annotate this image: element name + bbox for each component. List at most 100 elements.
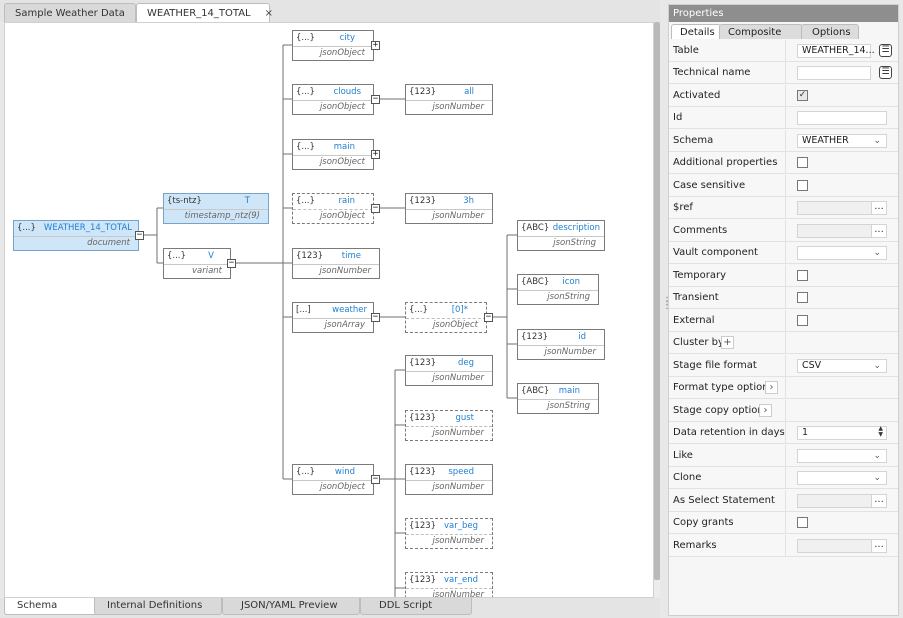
entity-datatype: jsonObject: [319, 482, 365, 492]
external-checkbox[interactable]: [797, 315, 808, 326]
comments-field[interactable]: ...: [797, 224, 887, 238]
collapse-toggle[interactable]: −: [135, 230, 144, 240]
entity-id[interactable]: {123} id jsonNumber: [517, 329, 605, 360]
entity-type: {...}: [296, 87, 315, 97]
collapse-toggle[interactable]: −: [371, 94, 380, 104]
entity-type: {123}: [521, 332, 549, 342]
ellipsis-icon[interactable]: ...: [871, 224, 887, 238]
entity-speed[interactable]: {123} speed jsonNumber: [405, 464, 493, 495]
menu-icon[interactable]: ☰: [879, 44, 892, 57]
tab-label: DDL Script: [379, 600, 433, 611]
technical-name-field[interactable]: ☰: [797, 66, 892, 80]
properties-title: Properties: [669, 5, 898, 22]
prop-label: Vault component: [673, 247, 758, 258]
data-retention-stepper[interactable]: 1▲▼: [797, 426, 887, 440]
chevron-right-icon[interactable]: ›: [759, 404, 772, 417]
entity-type: {123}: [409, 196, 437, 206]
copy-grants-checkbox[interactable]: [797, 517, 808, 528]
entity-city[interactable]: {...} city jsonObject: [292, 30, 374, 61]
tab-ddl-script[interactable]: DDL Script: [360, 598, 472, 615]
prop-label: Technical name: [673, 67, 751, 78]
entity-datatype: jsonString: [547, 401, 590, 411]
tab-label: Schema: [17, 600, 58, 611]
tab-sample-weather-data[interactable]: Sample Weather Data: [4, 3, 136, 22]
entity-V[interactable]: {...} V variant: [163, 248, 231, 279]
entity-time[interactable]: {123} time jsonNumber: [292, 248, 380, 279]
tab-json-yaml-preview[interactable]: JSON/YAML Preview: [222, 598, 360, 615]
table-name-field[interactable]: WEATHER_14...☰: [797, 44, 892, 58]
collapse-toggle[interactable]: −: [371, 312, 380, 322]
entity-wind[interactable]: {...} wind jsonObject: [292, 464, 374, 495]
entity-weather[interactable]: [...] weather jsonArray: [292, 302, 374, 333]
tab-options[interactable]: Options: [801, 24, 859, 39]
entity-gust[interactable]: {123} gust jsonNumber: [405, 410, 493, 441]
entity-name: var_beg: [443, 521, 478, 531]
entity-weather-14-total[interactable]: {...} WEATHER_14_TOTAL document: [13, 220, 139, 251]
spinner-arrows-icon[interactable]: ▲▼: [878, 425, 883, 438]
entity-divider: [406, 480, 492, 481]
scrollbar-thumb[interactable]: [654, 22, 660, 580]
vertical-scrollbar[interactable]: [654, 22, 660, 598]
expand-toggle[interactable]: +: [371, 40, 380, 50]
ellipsis-icon[interactable]: ...: [871, 494, 887, 508]
tab-schema[interactable]: Schema: [4, 598, 98, 615]
schema-diagram-canvas[interactable]: {...} WEATHER_14_TOTAL document − {ts-nt…: [4, 22, 654, 598]
entity-rain[interactable]: {...} rain jsonObject: [292, 193, 374, 224]
case-sensitive-checkbox[interactable]: [797, 180, 808, 191]
tab-composite-keys[interactable]: Composite keys: [719, 24, 803, 53]
like-select[interactable]: ⌄: [797, 449, 887, 463]
expand-toggle[interactable]: +: [371, 149, 380, 159]
entity-datatype: jsonNumber: [432, 536, 484, 546]
entity-T[interactable]: {ts-ntz} T timestamp_ntz(9): [163, 193, 269, 224]
add-icon[interactable]: +: [721, 336, 734, 349]
menu-icon[interactable]: ☰: [879, 66, 892, 79]
as-select-statement-field[interactable]: ...: [797, 494, 887, 508]
entity-type: {...}: [296, 33, 315, 43]
collapse-toggle[interactable]: −: [484, 312, 493, 322]
id-field[interactable]: [797, 111, 887, 125]
remarks-field[interactable]: ...: [797, 539, 887, 553]
properties-panel: Properties Details Composite keys Option…: [668, 4, 899, 616]
entity-deg[interactable]: {123} deg jsonNumber: [405, 355, 493, 386]
chevron-right-icon[interactable]: ›: [765, 381, 778, 394]
panel-splitter-handle[interactable]: ⋮⋮: [662, 296, 672, 311]
temporary-checkbox[interactable]: [797, 270, 808, 281]
tab-weather-14-total[interactable]: WEATHER_14_TOTAL×: [136, 3, 274, 22]
entity-var-end[interactable]: {123} var_end jsonNumber: [405, 572, 493, 597]
entity-type: {...}: [296, 142, 315, 152]
entity-divider: [14, 236, 138, 237]
entity-icon[interactable]: {ABC} icon jsonString: [517, 274, 599, 305]
entity-name: clouds: [333, 87, 361, 97]
tab-details[interactable]: Details: [671, 24, 721, 39]
additional-properties-checkbox[interactable]: [797, 157, 808, 168]
entity-description[interactable]: {ABC} description jsonString: [517, 220, 605, 251]
entity-main-object[interactable]: {...} main jsonObject: [292, 139, 374, 170]
view-tab-bar: Schema Internal Definitions JSON/YAML Pr…: [0, 598, 660, 618]
transient-checkbox[interactable]: [797, 292, 808, 303]
tab-label: JSON/YAML Preview: [241, 600, 338, 611]
vault-component-select[interactable]: ⌄: [797, 246, 887, 260]
collapse-toggle[interactable]: −: [371, 203, 380, 213]
activated-checkbox[interactable]: ✓: [797, 90, 808, 101]
stage-file-format-select[interactable]: CSV⌄: [797, 359, 887, 373]
entity-divider: [293, 100, 373, 101]
clone-select[interactable]: ⌄: [797, 471, 887, 485]
prop-row-copy-grants: Copy grants: [669, 512, 898, 534]
collapse-toggle[interactable]: −: [371, 474, 380, 484]
ref-field[interactable]: ...: [797, 201, 887, 215]
entity-main-string[interactable]: {ABC} main jsonString: [517, 383, 599, 414]
entity-array-item[interactable]: {...} [0]* jsonObject: [405, 302, 487, 333]
entity-all[interactable]: {123} all jsonNumber: [405, 84, 493, 115]
entity-clouds[interactable]: {...} clouds jsonObject: [292, 84, 374, 115]
ellipsis-icon[interactable]: ...: [871, 201, 887, 215]
entity-3h[interactable]: {123} 3h jsonNumber: [405, 193, 493, 224]
ellipsis-icon[interactable]: ...: [871, 539, 887, 553]
collapse-toggle[interactable]: −: [227, 258, 236, 268]
prop-row-ref: $ref ...: [669, 197, 898, 219]
tab-internal-definitions[interactable]: Internal Definitions: [94, 598, 222, 615]
entity-var-beg[interactable]: {123} var_beg jsonNumber: [405, 518, 493, 549]
entity-type: {123}: [409, 358, 437, 368]
entity-type: {...}: [296, 196, 315, 206]
schema-select[interactable]: WEATHER⌄: [797, 134, 887, 148]
close-icon[interactable]: ×: [264, 8, 274, 19]
